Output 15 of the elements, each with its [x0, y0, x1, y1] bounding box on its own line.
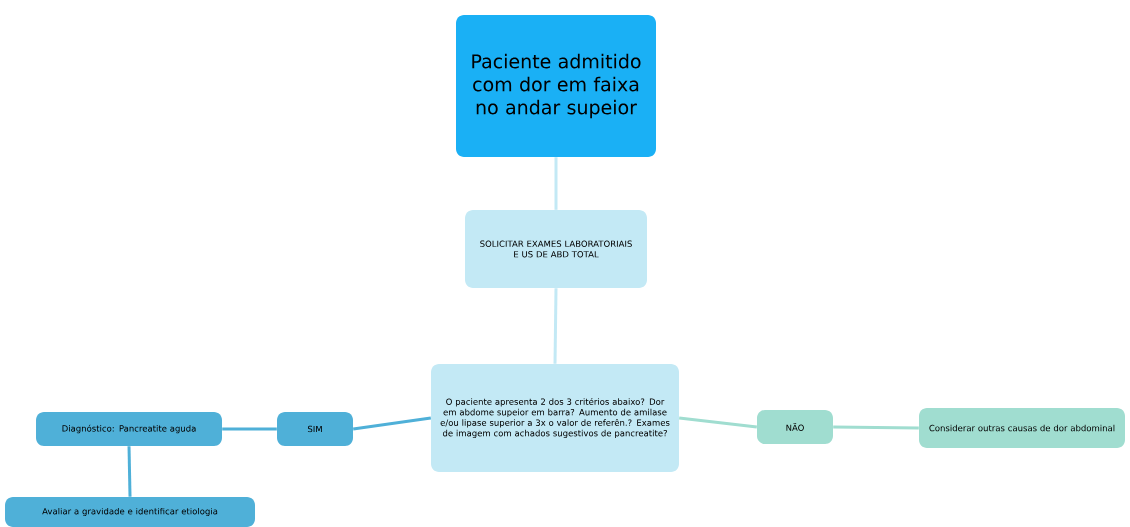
- connector-line: [553, 288, 558, 364]
- connector-line: [833, 425, 919, 430]
- title-box: Paciente admitido com dor em faixa no andar supeior: [456, 15, 656, 157]
- answer-box: SIM: [277, 412, 353, 446]
- connector-line: [222, 427, 277, 431]
- connector-line: [679, 416, 757, 429]
- connector-line: [353, 416, 432, 431]
- connector-line: [127, 446, 132, 497]
- action-box: Considerar outras causas de dor abdominal: [919, 408, 1125, 448]
- process-box: SOLICITAR EXAMES LABORATORIAIS E US DE ABD TOTAL: [465, 210, 647, 288]
- connector-line: [554, 157, 558, 210]
- answer-box: NÃO: [757, 410, 833, 444]
- diagnosis-box: Diagnóstico: Pancreatite aguda: [36, 412, 222, 446]
- question-box: O paciente apresenta 2 dos 3 critérios abaixo? Dor em abdome supeior em barra? Aumento de amilase e/ou lipase superior a 3x o valor de referên.? Exames de imagem com achados sugestivos de pancreatite?: [431, 364, 679, 472]
- action-box: Avaliar a gravidade e identificar etiologia: [5, 497, 255, 527]
